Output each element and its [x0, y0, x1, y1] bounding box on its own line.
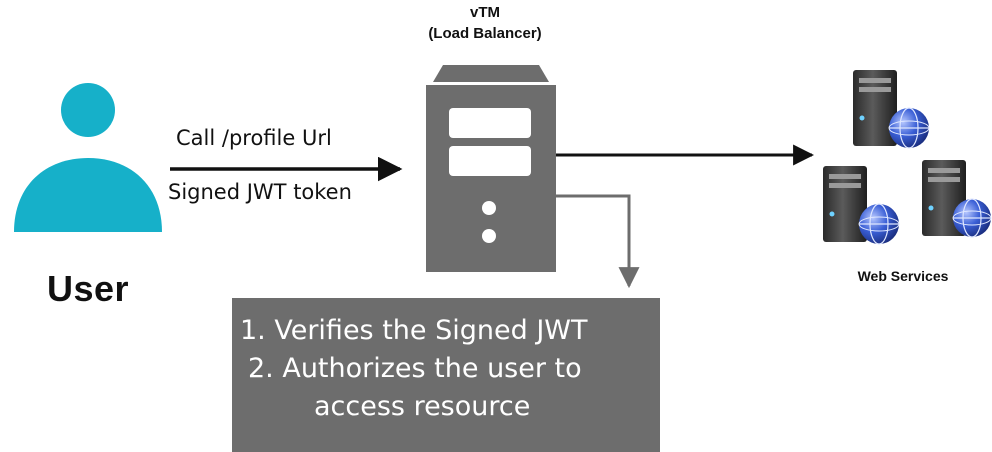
server-led [482, 201, 496, 215]
step-item: 1. Verifies the Signed JWT [240, 315, 588, 346]
user-icon [14, 83, 162, 232]
server-drive-slot [449, 146, 531, 176]
load-balancer-subtitle: (Load Balancer) [428, 25, 542, 42]
web-services-label: Web Services [857, 268, 949, 284]
load-balancer-name: vTM [470, 4, 500, 21]
web-server-icon [853, 70, 930, 149]
server-icon [426, 65, 556, 272]
request-token-label: Signed JWT token [168, 180, 352, 204]
server-drive-slot [449, 108, 531, 138]
request-call-label: Call /profile Url [176, 126, 332, 150]
verification-steps-box: 1. Verifies the Signed JWT 2. Authorizes… [232, 298, 660, 452]
user-label: User [46, 268, 130, 309]
step-item: 2. Authorizes the user to [248, 353, 582, 384]
server-led [482, 229, 496, 243]
web-server-icon [823, 166, 900, 245]
load-balancer-title: vTM (Load Balancer) [400, 2, 570, 44]
step-item: access resource [314, 391, 531, 422]
verify-arrow [556, 194, 640, 289]
web-server-icon [922, 160, 992, 238]
